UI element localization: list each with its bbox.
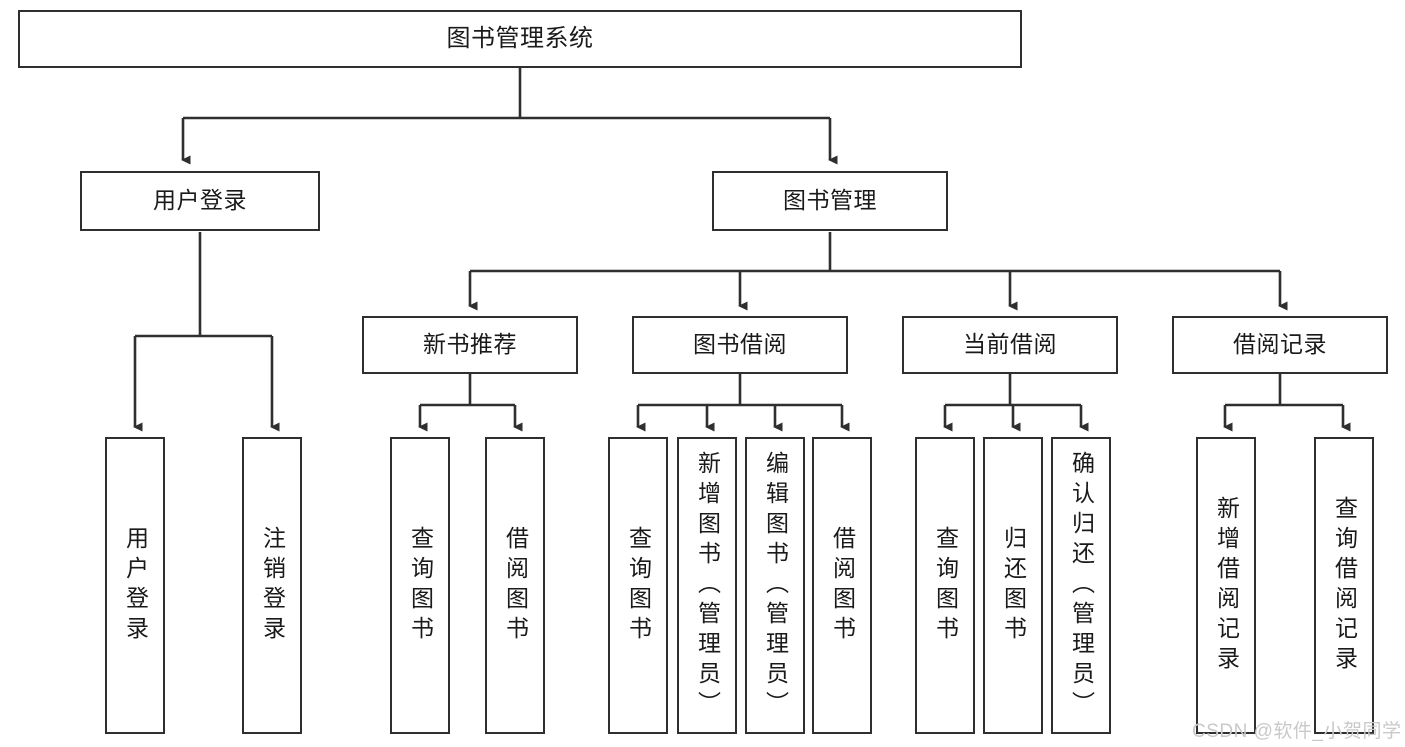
node-user-login[interactable]: 用户登录 [80,171,320,231]
node-label: 借阅图书 [502,525,529,646]
leaf-return-books[interactable]: 归还图书 [983,437,1043,734]
leaf-edit-book-admin[interactable]: 编辑图书（管理员） [745,437,805,734]
leaf-user-login[interactable]: 用户登录 [105,437,165,734]
node-label: 图书管理 [783,187,877,214]
leaf-add-book-admin[interactable]: 新增图书（管理员） [677,437,737,734]
node-label: 查询图书 [625,525,652,646]
node-label: 当前借阅 [963,331,1057,358]
node-label: 查询借阅记录 [1331,495,1358,676]
node-label: 注销登录 [259,525,286,646]
leaf-confirm-return-admin[interactable]: 确认归还（管理员） [1051,437,1111,734]
node-label: 用户登录 [122,525,149,646]
node-label: 图书管理系统 [446,24,594,52]
node-label: 查询图书 [932,525,959,646]
node-label: 新增借阅记录 [1213,495,1240,676]
node-label: 新增图书（管理员） [694,450,721,721]
node-label: 借阅图书 [829,525,856,646]
leaf-query-books-borrow[interactable]: 查询图书 [608,437,668,734]
node-label: 借阅记录 [1233,331,1327,358]
node-new-book-recommend[interactable]: 新书推荐 [362,316,578,374]
node-label: 编辑图书（管理员） [762,450,789,721]
node-label: 确认归还（管理员） [1068,450,1095,721]
node-borrow-records[interactable]: 借阅记录 [1172,316,1388,374]
node-label: 新书推荐 [423,331,517,358]
leaf-query-borrow-record[interactable]: 查询借阅记录 [1314,437,1374,734]
node-label: 查询图书 [407,525,434,646]
node-label: 图书借阅 [693,331,787,358]
node-book-management[interactable]: 图书管理 [712,171,948,231]
node-book-borrow[interactable]: 图书借阅 [632,316,848,374]
node-root-book-management-system[interactable]: 图书管理系统 [18,10,1022,68]
node-current-borrow[interactable]: 当前借阅 [902,316,1118,374]
leaf-query-books-recommend[interactable]: 查询图书 [390,437,450,734]
node-label: 用户登录 [153,187,247,214]
leaf-query-books-current[interactable]: 查询图书 [915,437,975,734]
csdn-watermark: CSDN @软件_小贺同学 [1192,721,1402,742]
leaf-borrow-books[interactable]: 借阅图书 [812,437,872,734]
leaf-borrow-books-recommend[interactable]: 借阅图书 [485,437,545,734]
node-label: 归还图书 [1000,525,1027,646]
leaf-add-borrow-record[interactable]: 新增借阅记录 [1196,437,1256,734]
leaf-user-logout[interactable]: 注销登录 [242,437,302,734]
